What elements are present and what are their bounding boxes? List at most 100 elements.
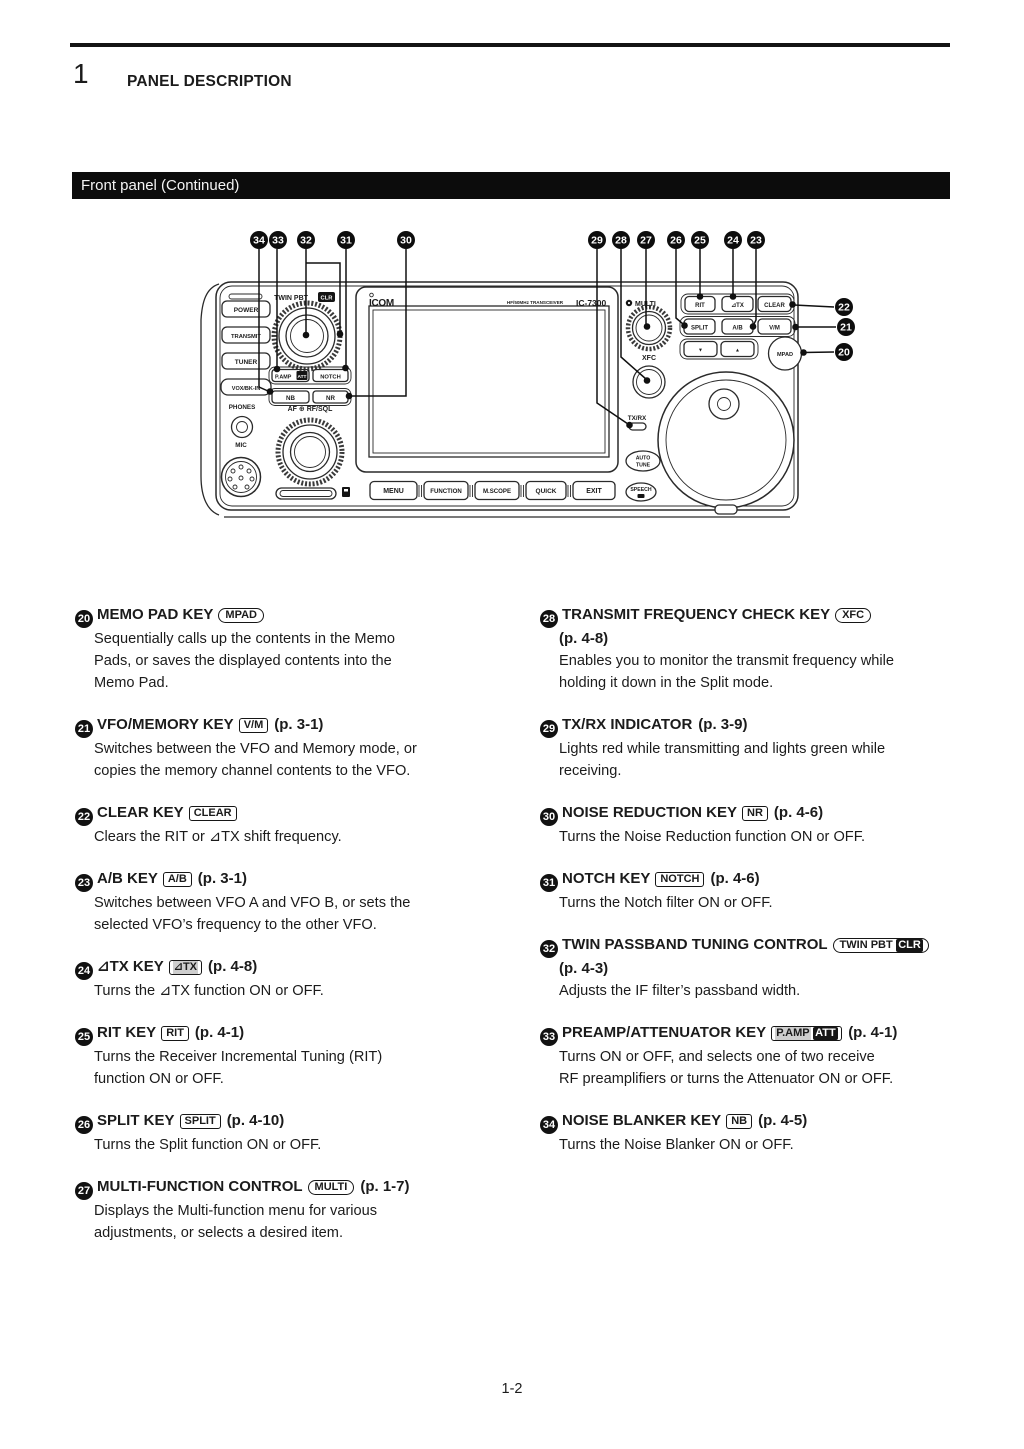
vm-key-label: V/M bbox=[769, 326, 780, 332]
mic-label: MIC bbox=[235, 442, 247, 449]
callout-27: 27 bbox=[640, 235, 652, 247]
description-line: Turns the Split function ON or OFF. bbox=[94, 1137, 322, 1153]
callout-26: 26 bbox=[670, 235, 682, 247]
description-line: receiving. bbox=[559, 763, 622, 779]
band-up-key-label: ▲ bbox=[735, 348, 740, 354]
item-description: Switches between VFO A and VFO B, or set… bbox=[75, 892, 527, 936]
item-number-badge: 34 bbox=[540, 1116, 558, 1134]
mscope-button-label: M.SCOPE bbox=[483, 488, 511, 495]
page-reference: (p. 4-6) bbox=[710, 870, 760, 887]
function-button-label: FUNCTION bbox=[430, 488, 461, 495]
page-reference: (p. 4-1) bbox=[194, 1024, 245, 1041]
key-label: MPAD bbox=[225, 608, 257, 621]
page-reference: (p. 4-5) bbox=[758, 1112, 808, 1129]
nb-key-label: NB bbox=[286, 395, 295, 402]
item-heading: 24⊿TX KEY⊿TX(p. 4-8) bbox=[75, 956, 527, 980]
item-title: NOISE REDUCTION KEY bbox=[562, 804, 738, 821]
item-description: Turns ON or OFF, and selects one of two … bbox=[540, 1046, 986, 1090]
att-key-label: ATT bbox=[298, 374, 307, 380]
item-title: PREAMP/ATTENUATOR KEY bbox=[562, 1024, 767, 1041]
item-description: Turns the Noise Reduction function ON or… bbox=[540, 826, 986, 848]
item-title: ⊿TX KEY bbox=[97, 958, 164, 975]
description-line: Enables you to monitor the transmit freq… bbox=[559, 653, 895, 669]
auto-tune-button: AUTO TUNE bbox=[625, 450, 661, 472]
item-title: MEMO PAD KEY bbox=[97, 606, 214, 623]
key-label: NR bbox=[747, 806, 763, 819]
description-line: Switches between the VFO and Memory mode… bbox=[94, 741, 417, 757]
description-line: Pads, or saves the displayed contents in… bbox=[94, 653, 392, 669]
phones-jack: PHONES bbox=[229, 404, 255, 439]
description-line: selected VFO’s frequency to the other VF… bbox=[94, 917, 377, 933]
key-label: V/M bbox=[243, 718, 264, 731]
callout-24: 24 bbox=[727, 235, 739, 247]
dtx-key-label: ⊿TX bbox=[731, 303, 744, 309]
item-number-badge: 25 bbox=[75, 1028, 93, 1046]
callout-25: 25 bbox=[694, 235, 706, 247]
key-label: SPLIT bbox=[184, 1114, 216, 1127]
item-title: A/B KEY bbox=[97, 870, 158, 887]
key-label: CLEAR bbox=[193, 806, 232, 819]
callout-31: 31 bbox=[340, 235, 352, 247]
item-number-badge: 29 bbox=[540, 720, 558, 738]
item-description: Switches between the VFO and Memory mode… bbox=[75, 738, 527, 782]
key-badge: V/M bbox=[238, 717, 269, 733]
power-button-label: POWER bbox=[234, 307, 259, 314]
callout-28: 28 bbox=[615, 235, 627, 247]
item-description: Enables you to monitor the transmit freq… bbox=[540, 650, 986, 694]
transmit-button-label: TRANSMIT bbox=[231, 334, 261, 340]
display-bezel: ICOM HF/50MHz TRANSCEIVER IC-7300 bbox=[355, 286, 619, 473]
item-description: Lights red while transmitting and lights… bbox=[540, 738, 986, 782]
speech-button: SPEECH bbox=[625, 482, 657, 502]
callout-34: 34 bbox=[253, 235, 265, 247]
top-rule bbox=[70, 43, 950, 47]
rit-key-label: RIT bbox=[695, 303, 705, 309]
key-label: TWIN PBT bbox=[839, 938, 893, 951]
item-number-badge: 31 bbox=[540, 874, 558, 892]
description-line: Turns the Receiver Incremental Tuning (R… bbox=[94, 1049, 383, 1065]
tuner-button-label: TUNER bbox=[235, 359, 258, 366]
page-reference: (p. 4-8) bbox=[559, 630, 609, 647]
description-line: copies the memory channel contents to th… bbox=[94, 763, 411, 779]
item-description: Turns the Receiver Incremental Tuning (R… bbox=[75, 1046, 527, 1090]
key-badge: A/B bbox=[162, 871, 192, 887]
item-description: Displays the Multi-function menu for var… bbox=[75, 1200, 527, 1244]
callout-32: 32 bbox=[300, 235, 312, 247]
item-number-badge: 27 bbox=[75, 1182, 93, 1200]
item-description: Turns the Split function ON or OFF. bbox=[75, 1134, 527, 1156]
item-title: TX/RX INDICATOR bbox=[562, 716, 693, 733]
af-rf-sql-knob: AF ⊕ RF/SQL bbox=[275, 406, 345, 487]
band-down-key-label: ▼ bbox=[698, 348, 703, 354]
key-badge: MPAD bbox=[218, 607, 264, 623]
auto-tune-label-line1: AUTO bbox=[636, 456, 651, 462]
description-line: Turns the ⊿TX function ON or OFF. bbox=[94, 983, 324, 999]
description-line: Switches between VFO A and VFO B, or set… bbox=[94, 895, 411, 911]
auto-tune-label-line2: TUNE bbox=[636, 463, 651, 469]
page-title: PANEL DESCRIPTION bbox=[127, 73, 292, 90]
page-reference: (p. 4-3) bbox=[559, 960, 609, 977]
item-number-badge: 33 bbox=[540, 1028, 558, 1046]
manual-item-24: 24⊿TX KEY⊿TX(p. 4-8) Turns the ⊿TX functi… bbox=[75, 956, 527, 1002]
af-rf-sql-label: AF ⊕ RF/SQL bbox=[288, 406, 333, 413]
key-badge: NOTCH bbox=[655, 871, 705, 887]
twin-pbt-knob: TWIN PBT CLR bbox=[271, 292, 343, 372]
item-title: MULTI-FUNCTION CONTROL bbox=[97, 1178, 303, 1195]
key-label: XFC bbox=[842, 608, 865, 621]
description-line: Turns the Noise Reduction function ON or… bbox=[559, 829, 866, 845]
xfc-button-label: XFC bbox=[642, 355, 656, 362]
ab-key-label: A/B bbox=[732, 326, 743, 332]
main-tuning-dial bbox=[657, 371, 795, 515]
item-description: Turns the Noise Blanker ON or OFF. bbox=[540, 1134, 986, 1156]
key-label: NB bbox=[731, 1114, 748, 1127]
